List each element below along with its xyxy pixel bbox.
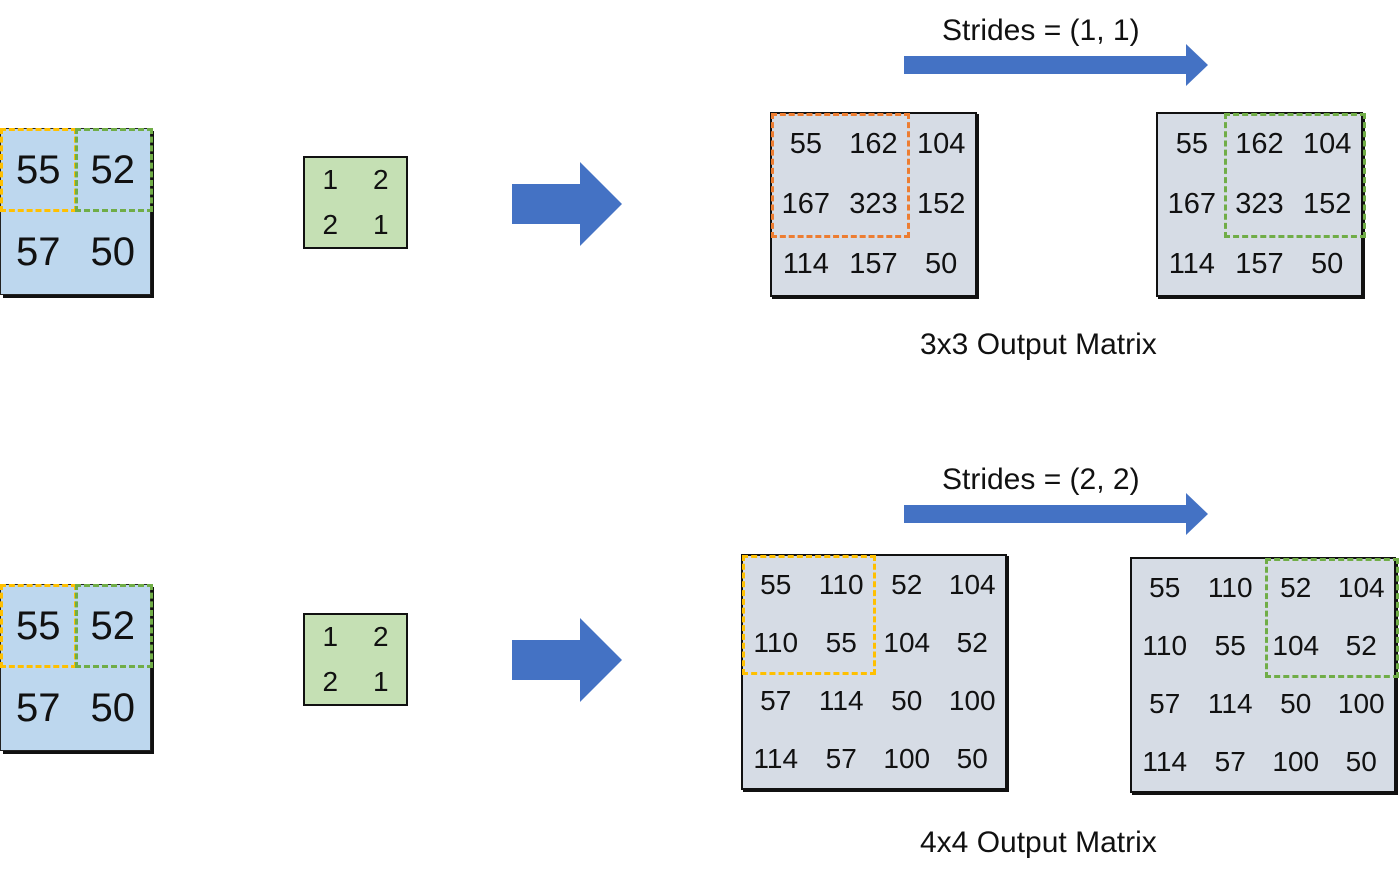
output-cell: 323 [1235,187,1284,220]
output-cell: 50 [1280,688,1312,719]
kernel-cell: 1 [372,665,389,697]
strides-label: Strides = (1, 1) [942,14,1140,47]
input-matrix: 55 52 57 50 [0,584,153,751]
right-arrow-icon [512,162,622,246]
output-caption: 4x4 Output Matrix [920,826,1157,859]
output-cell: 167 [1167,187,1217,220]
input-matrix: 55 52 57 50 [0,128,153,295]
output-cell: 157 [1235,248,1284,281]
output-matrix-step-1: 55 110 52 104 110 55 104 52 57 114 50 10… [741,554,1007,790]
stride-arrow-icon [904,493,1208,535]
output-cell: 57 [825,743,857,774]
output-cell: 100 [1272,746,1320,777]
output-cell: 114 [753,743,799,774]
output-cell: 55 [1149,572,1181,603]
kernel-cell: 2 [322,208,339,240]
output-cell: 104 [916,127,966,160]
output-cell: 100 [883,743,931,774]
output-cell: 104 [948,569,996,600]
output-cell: 50 [925,248,958,281]
kernel-cell: 1 [322,621,339,653]
input-cell: 57 [16,686,61,731]
output-cell: 114 [782,248,829,281]
kernel-matrix: 1 2 2 1 [303,613,408,706]
output-cell: 52 [1280,572,1312,603]
kernel-cell: 2 [372,164,389,196]
output-cell: 104 [1272,630,1320,661]
output-cell: 110 [818,569,864,600]
input-cell: 50 [90,230,136,275]
kernel-cell: 1 [322,164,339,196]
kernel-cell: 1 [372,208,389,240]
input-cell: 57 [16,230,61,275]
output-cell: 162 [849,127,898,160]
input-cell: 52 [90,603,136,648]
output-cell: 52 [956,627,988,658]
output-cell: 52 [891,569,923,600]
output-cell: 100 [948,685,996,716]
output-cell: 110 [753,627,799,658]
output-matrix-step-1: 55 162 104 167 323 152 114 157 50 [770,112,977,297]
output-caption: 3x3 Output Matrix [920,328,1157,361]
output-cell: 323 [849,187,898,220]
output-cell: 55 [1175,127,1208,160]
output-cell: 50 [1311,248,1344,281]
right-arrow-icon [512,618,622,702]
kernel-cell: 2 [372,621,389,653]
output-cell: 50 [956,743,988,774]
output-cell: 57 [760,685,792,716]
output-cell: 152 [1302,187,1352,220]
output-matrix-step-2: 55 110 52 104 110 55 104 52 57 114 50 10… [1130,557,1399,793]
output-cell: 50 [891,685,923,716]
output-cell: 114 [818,685,864,716]
output-cell: 110 [1142,630,1188,661]
output-cell: 55 [789,127,822,160]
output-cell: 55 [760,569,792,600]
output-cell: 104 [1337,572,1385,603]
output-cell: 50 [1345,746,1377,777]
strides-label: Strides = (2, 2) [942,463,1140,496]
output-cell: 162 [1235,127,1284,160]
output-cell: 114 [1207,688,1253,719]
output-cell: 52 [1345,630,1377,661]
output-cell: 100 [1337,688,1385,719]
output-cell: 57 [1149,688,1181,719]
input-cell: 55 [16,603,61,648]
output-cell: 104 [1302,127,1352,160]
output-cell: 157 [849,248,898,281]
kernel-cell: 2 [322,665,339,697]
output-cell: 110 [1207,572,1253,603]
input-cell: 55 [16,147,61,192]
output-cell: 114 [1168,248,1215,281]
input-cell: 52 [90,147,136,192]
output-cell: 114 [1142,746,1188,777]
output-cell: 55 [1214,630,1246,661]
output-cell: 57 [1214,746,1246,777]
input-cell: 50 [90,686,136,731]
output-cell: 104 [883,627,931,658]
output-cell: 152 [916,187,966,220]
output-cell: 55 [825,627,857,658]
stride-arrow-icon [904,44,1208,86]
output-cell: 167 [781,187,831,220]
kernel-matrix: 1 2 2 1 [303,156,408,249]
output-matrix-step-2: 55 162 104 167 323 152 114 157 50 [1156,112,1366,297]
